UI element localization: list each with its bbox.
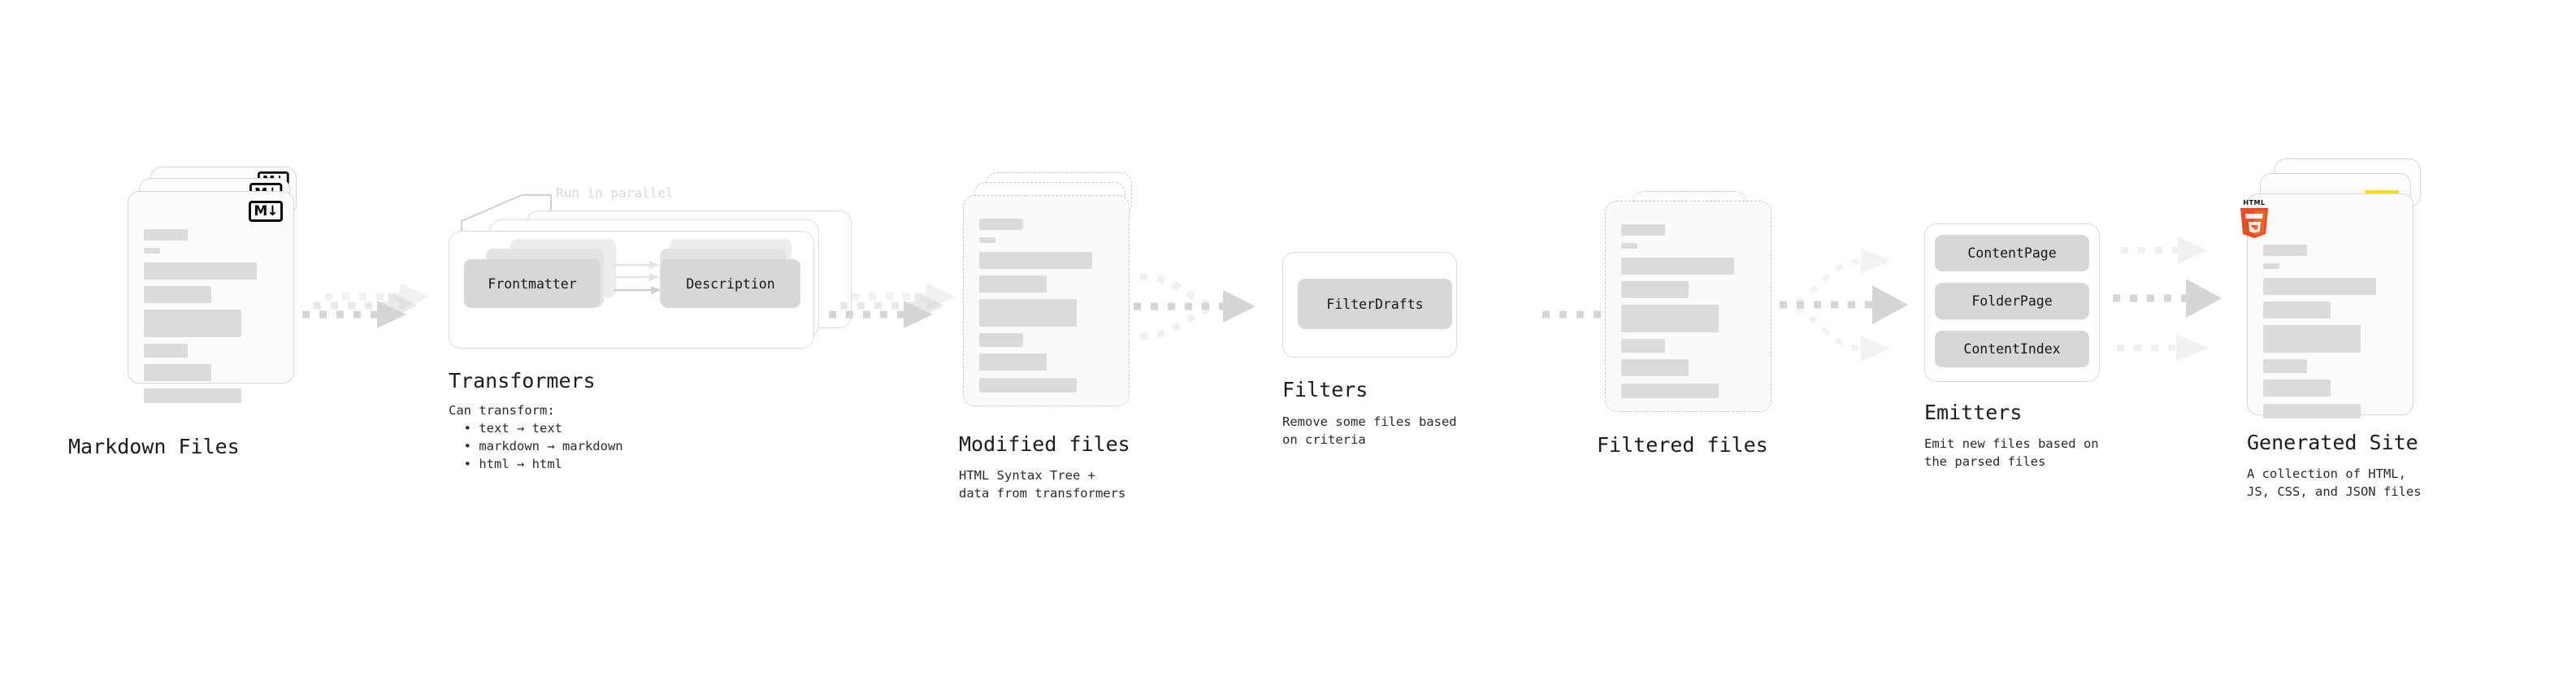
modified-card-front (963, 195, 1130, 406)
stage-title-filtered-files: Filtered files (1597, 433, 1768, 457)
modified-skeleton-lines (979, 219, 1113, 393)
emitters-chip-folderpage[interactable]: FolderPage (1935, 283, 2089, 319)
modified-document-stack (963, 172, 1150, 432)
html5-icon: HTML (2238, 199, 2270, 238)
stage-title-transformers: Transformers (449, 369, 596, 393)
stage-sub-transformers: Can transform: • text → text • markdown … (449, 403, 623, 471)
stage-filtered-files: Filtered files (1597, 191, 1784, 457)
markdown-card-front: M↓ (128, 191, 294, 403)
stage-sub-emitters: Emit new files based on the parsed files (1924, 436, 2099, 469)
connector-emitters-to-site (2113, 232, 2259, 370)
site-card-front: HTML (2240, 193, 2413, 419)
connector-filtered-to-emitters (1779, 240, 1934, 370)
stage-title-generated-site: Generated Site (2247, 431, 2418, 454)
transformer-chip-description[interactable]: Description (661, 259, 800, 308)
filtered-skeleton-lines (1621, 224, 1755, 398)
stage-sub-modified-files: HTML Syntax Tree + data from transformer… (959, 468, 1126, 501)
stage-title-filters: Filters (1282, 378, 1368, 401)
markdown-skeleton-lines (144, 229, 278, 403)
filtered-card-front (1605, 201, 1772, 412)
stage-sub-filters: Remove some files based on criteria (1282, 414, 1457, 447)
transformer-chip-frontmatter[interactable]: Frontmatter (464, 259, 601, 308)
filters-chip-filterdrafts[interactable]: FilterDrafts (1298, 279, 1452, 329)
site-document-stack: CSS HTML (2240, 158, 2442, 435)
stage-title-modified-files: Modified files (959, 432, 1130, 456)
site-skeleton-lines (2263, 245, 2397, 419)
connector-modified-to-filters (1134, 256, 1280, 362)
run-in-parallel-label: Run in parallel (556, 185, 674, 201)
connector-md-to-transformers (302, 268, 465, 349)
markdown-document-stack: M↓ M↓ M↓ (128, 167, 314, 435)
stage-generated-site: CSS HTML (2240, 158, 2442, 499)
emitters-chip-contentindex[interactable]: ContentIndex (1935, 331, 2089, 367)
markdown-icon: M↓ (249, 201, 283, 222)
emitters-chip-contentpage[interactable]: ContentPage (1935, 235, 2089, 271)
filtered-document-stack (1605, 191, 1784, 435)
stage-sub-generated-site: A collection of HTML, JS, CSS, and JSON … (2247, 466, 2422, 499)
stage-title-emitters: Emitters (1924, 401, 2023, 424)
stage-markdown-files: M↓ M↓ M↓ (68, 167, 314, 458)
stage-title-markdown-files: Markdown Files (68, 435, 240, 458)
stage-modified-files: Modified files HTML Syntax Tree + data f… (959, 172, 1150, 501)
